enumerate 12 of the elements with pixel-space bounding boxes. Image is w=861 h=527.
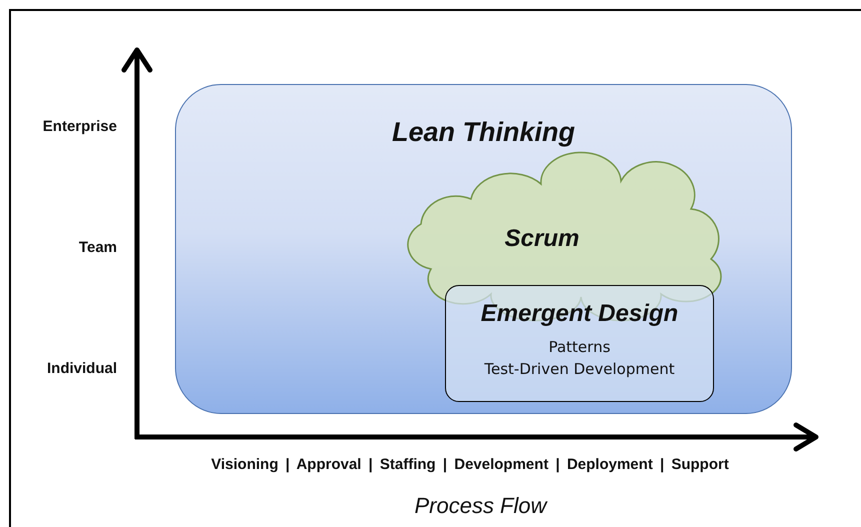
axis-level-label: Individual bbox=[46, 360, 117, 377]
box-title: Emergent Design bbox=[480, 300, 680, 328]
cloud-title: Scrum bbox=[504, 225, 580, 253]
rounded-box bbox=[445, 285, 714, 402]
box-text: Patterns bbox=[548, 337, 612, 358]
axis-stage-label: Visioning | Approval | Staffing | Development | Deployment | Support bbox=[210, 456, 730, 473]
box-title: Lean Thinking bbox=[390, 117, 576, 148]
axis-level-label: Team bbox=[78, 239, 117, 256]
axis-level-label: Enterprise bbox=[42, 118, 117, 135]
axis-title: Process Flow bbox=[413, 493, 548, 519]
rounded-box bbox=[175, 84, 792, 414]
box-text: Test-Driven Development bbox=[483, 359, 676, 380]
